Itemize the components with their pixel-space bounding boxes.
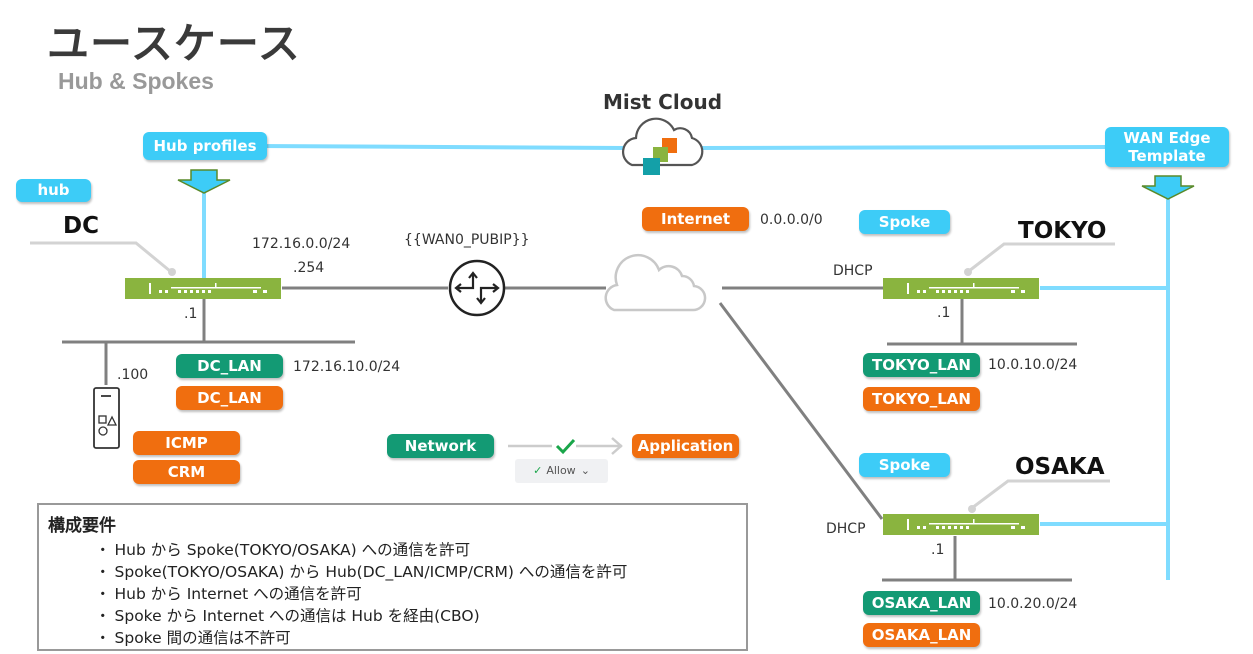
requirement-item: Hub から Spoke(TOKYO/OSAKA) への通信を許可 xyxy=(95,539,627,561)
requirement-item: Spoke から Internet への通信は Hub を経由(CBO) xyxy=(95,605,627,627)
wan-template-down-arrow-icon xyxy=(1141,175,1195,200)
dc-wan-ip: .254 xyxy=(293,260,325,276)
mgmt-line-wan-template xyxy=(699,145,1109,150)
dc-lan-network-tag[interactable]: DC_LAN xyxy=(176,354,283,378)
policy-arrow-icon xyxy=(508,436,623,455)
osaka-spoke-role-tag[interactable]: Spoke xyxy=(859,453,950,477)
management-links xyxy=(202,144,1170,580)
hub-role-tag[interactable]: hub xyxy=(16,179,91,202)
check-icon: ✓ xyxy=(533,464,543,477)
callout-leaders xyxy=(30,241,1115,510)
osaka-lan-subnet: 10.0.20.0/24 xyxy=(988,596,1078,612)
tokyo-callout-leader xyxy=(968,242,1115,273)
allow-action-label: Allow xyxy=(546,464,576,477)
requirement-item: Spoke 間の通信は不許可 xyxy=(95,627,627,649)
dc-lan-ip: .1 xyxy=(184,306,198,322)
page-title: ユースケース xyxy=(47,19,301,68)
legend-application-tag: Application xyxy=(632,434,739,458)
server-icon xyxy=(93,387,120,449)
dc-lan-application-tag[interactable]: DC_LAN xyxy=(176,386,283,410)
hub-profiles-tag[interactable]: Hub profiles xyxy=(143,132,267,160)
dc-callout-dot xyxy=(168,268,176,276)
icmp-application-tag[interactable]: ICMP xyxy=(133,431,240,455)
requirements-title: 構成要件 xyxy=(48,516,116,536)
tokyo-callout-dot xyxy=(964,268,972,276)
tokyo-lan-application-tag[interactable]: TOKYO_LAN xyxy=(863,387,980,411)
mist-cloud-label: Mist Cloud xyxy=(603,90,723,114)
tokyo-lan-subnet: 10.0.10.0/24 xyxy=(988,357,1078,373)
tokyo-lan-network-tag[interactable]: TOKYO_LAN xyxy=(863,353,980,377)
tokyo-spoke-role-tag[interactable]: Spoke xyxy=(859,210,950,234)
chevron-down-icon: ⌄ xyxy=(580,464,590,477)
page-subtitle: Hub & Spokes xyxy=(58,68,214,94)
requirements-box: 構成要件 Hub から Spoke(TOKYO/OSAKA) への通信を許可 S… xyxy=(37,503,748,651)
internet-cloud-icon xyxy=(604,253,707,312)
dc-site-name: DC xyxy=(63,213,99,239)
osaka-lan-ip: .1 xyxy=(931,542,945,558)
legend-network-tag: Network xyxy=(387,434,494,458)
wan-edge-template-tag[interactable]: WAN Edge Template xyxy=(1105,127,1229,167)
dc-wan-subnet: 172.16.0.0/24 xyxy=(252,236,351,252)
internet-application-tag[interactable]: Internet xyxy=(642,207,749,231)
osaka-callout-leader xyxy=(971,479,1110,510)
dc-callout-leader xyxy=(30,241,171,273)
tokyo-site-name: TOKYO xyxy=(1018,218,1107,244)
requirements-list: Hub から Spoke(TOKYO/OSAKA) への通信を許可 Spoke(… xyxy=(95,539,628,649)
osaka-callout-dot xyxy=(968,505,976,513)
osaka-site-name: OSAKA xyxy=(1015,454,1105,480)
mgmt-line-hub-profiles xyxy=(254,144,626,150)
data-links xyxy=(62,286,1077,582)
allow-action-dropdown[interactable]: ✓Allow ⌄ xyxy=(515,459,608,483)
crm-application-tag[interactable]: CRM xyxy=(133,460,240,484)
internet-subnet: 0.0.0.0/0 xyxy=(760,212,823,228)
hub-profiles-down-arrow-icon xyxy=(177,169,231,194)
mist-cloud-icon xyxy=(622,117,704,175)
router-wan-ip-label: {{WAN0_PUBIP}} xyxy=(404,232,530,248)
dc-lan-subnet: 172.16.10.0/24 xyxy=(293,359,401,375)
router-icon xyxy=(448,259,506,317)
osaka-lan-application-tag[interactable]: OSAKA_LAN xyxy=(863,623,980,647)
requirement-item: Hub から Internet への通信を許可 xyxy=(95,583,627,605)
dc-server-ip: .100 xyxy=(117,367,149,383)
tokyo-lan-ip: .1 xyxy=(937,305,951,321)
wire-internet-osaka xyxy=(718,302,884,520)
requirement-item: Spoke(TOKYO/OSAKA) から Hub(DC_LAN/ICMP/CR… xyxy=(95,561,628,583)
osaka-lan-network-tag[interactable]: OSAKA_LAN xyxy=(863,591,980,615)
tokyo-wan-dhcp: DHCP xyxy=(833,263,873,279)
osaka-wan-dhcp: DHCP xyxy=(826,521,866,537)
